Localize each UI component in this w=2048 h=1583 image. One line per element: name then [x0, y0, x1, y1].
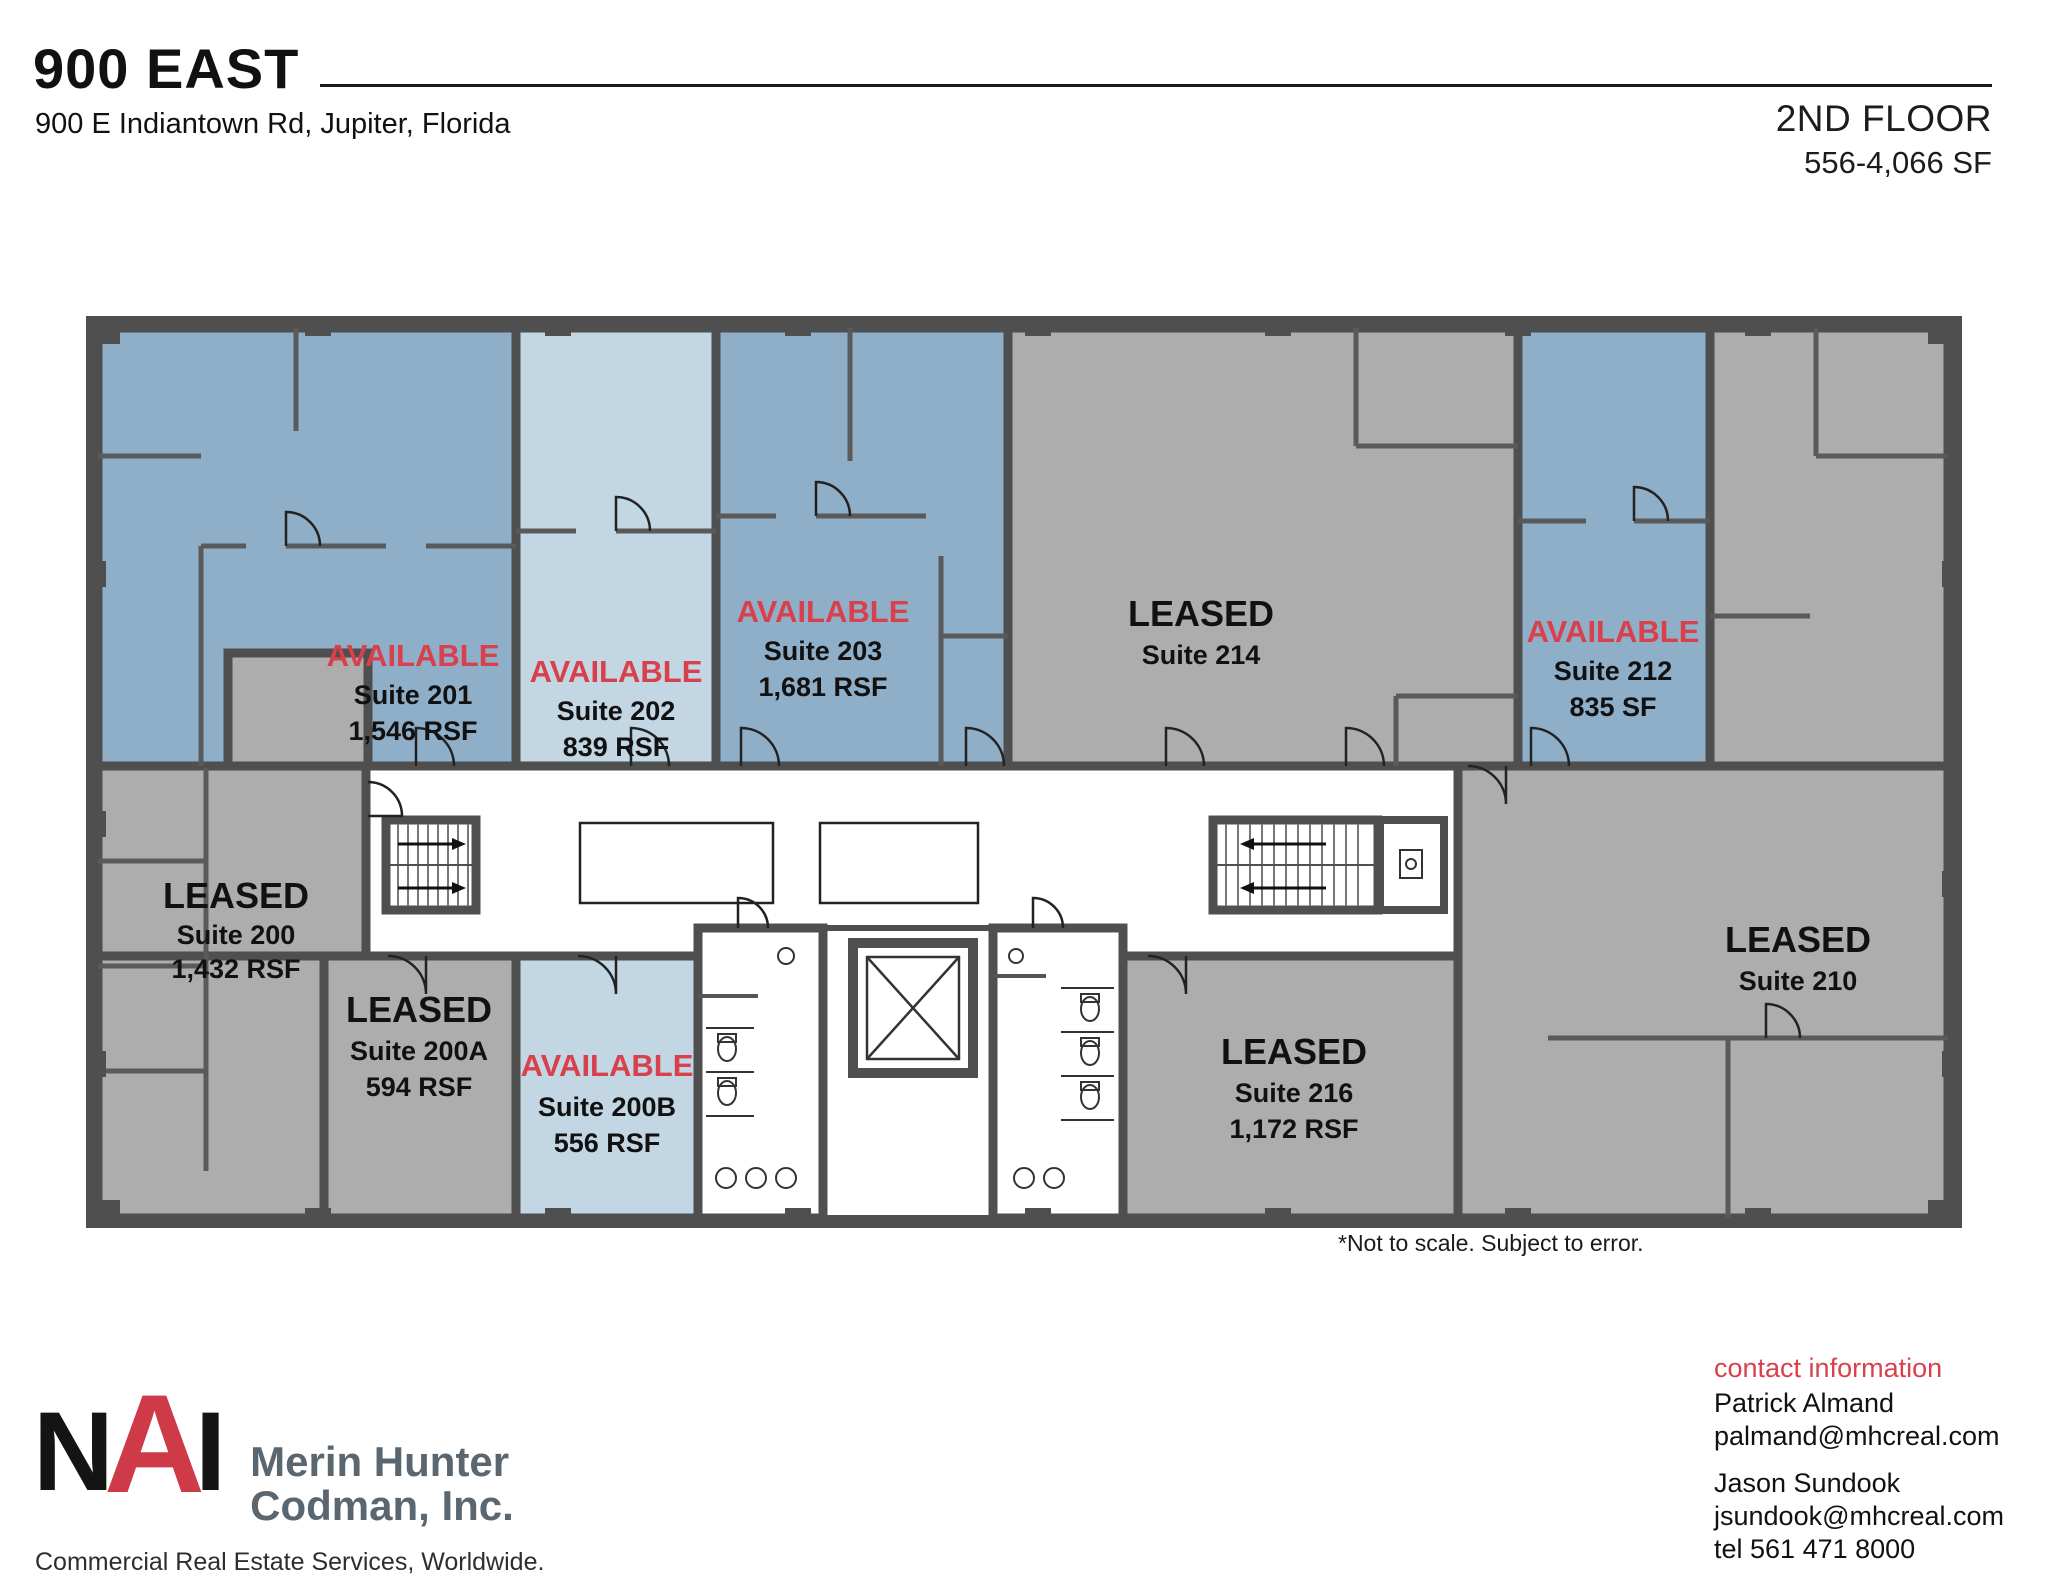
page-title: 900 EAST — [33, 37, 300, 100]
restroom-west — [693, 923, 828, 1223]
svg-text:Suite 203: Suite 203 — [764, 636, 883, 666]
suite-210-label: LEASED Suite 210 — [1725, 919, 1871, 996]
company-tagline: Commercial Real Estate Services, Worldwi… — [35, 1548, 545, 1576]
door-swings — [284, 480, 1802, 1039]
svg-text:Suite 214: Suite 214 — [1142, 640, 1261, 670]
svg-text:LEASED: LEASED — [1221, 1031, 1367, 1072]
suite-210-region-top — [1705, 323, 1953, 771]
suite-212-label: AVAILABLE Suite 212 835 SF — [1527, 614, 1700, 722]
stairwell-east — [1208, 815, 1383, 915]
suite-203-label: AVAILABLE Suite 203 1,681 RSF — [737, 594, 910, 702]
logo-letter-n: N — [33, 1389, 114, 1514]
svg-text:1,681 RSF: 1,681 RSF — [758, 672, 887, 702]
fountain-room — [1376, 816, 1448, 914]
svg-text:AVAILABLE: AVAILABLE — [737, 594, 910, 629]
structural-columns — [86, 316, 1962, 1228]
svg-text:1,172 RSF: 1,172 RSF — [1229, 1114, 1358, 1144]
svg-text:AVAILABLE: AVAILABLE — [327, 638, 500, 673]
rooms — [93, 323, 1953, 1223]
contact-heading: contact information — [1714, 1353, 1943, 1383]
svg-text:Suite 200B: Suite 200B — [538, 1092, 676, 1122]
contact-phone: tel 561 471 8000 — [1714, 1534, 1916, 1564]
logo-letter-a: A — [103, 1365, 205, 1522]
svg-text:LEASED: LEASED — [346, 989, 492, 1030]
suite-200-notch-room — [223, 648, 373, 771]
contact-email: palmand@mhcreal.com — [1714, 1421, 2000, 1451]
suite-216-label: LEASED Suite 216 1,172 RSF — [1221, 1031, 1367, 1144]
svg-text:AVAILABLE: AVAILABLE — [530, 654, 703, 689]
suite-200a-region — [319, 951, 521, 1223]
svg-text:Suite 210: Suite 210 — [1739, 966, 1858, 996]
corridor-shaft-left — [578, 821, 775, 905]
svg-text:594 RSF: 594 RSF — [366, 1072, 473, 1102]
suite-214-label: LEASED Suite 214 — [1128, 593, 1274, 670]
restroom-east — [988, 923, 1128, 1223]
suite-212-region — [1513, 323, 1715, 771]
contact-name: Jason Sundook — [1714, 1468, 1901, 1498]
corridor-shaft-right — [818, 821, 980, 905]
suite-200b-region — [511, 951, 703, 1223]
elevator-shaft — [848, 938, 978, 1078]
svg-text:Suite 202: Suite 202 — [557, 696, 676, 726]
svg-text:AVAILABLE: AVAILABLE — [521, 1048, 694, 1083]
svg-text:Suite 200: Suite 200 — [177, 920, 296, 950]
svg-text:1,546 RSF: 1,546 RSF — [348, 716, 477, 746]
suite-200-region-lower — [93, 951, 329, 1223]
floor-plan-svg: AVAILABLE Suite 201 1,546 RSF AVAILABLE … — [85, 315, 1963, 1229]
contact-email: jsundook@mhcreal.com — [1714, 1501, 2005, 1531]
suite-200b-label: AVAILABLE Suite 200B 556 RSF — [521, 1048, 694, 1158]
contact-info: contact information Patrick Almand palma… — [1714, 1352, 2004, 1580]
company-name-line2: Codman, Inc. — [250, 1482, 514, 1530]
stairwell-west — [381, 815, 481, 915]
suite-201-label: AVAILABLE Suite 201 1,546 RSF — [327, 638, 500, 746]
svg-text:Suite 216: Suite 216 — [1235, 1078, 1354, 1108]
svg-text:556 RSF: 556 RSF — [554, 1128, 661, 1158]
svg-text:LEASED: LEASED — [163, 875, 309, 916]
contact-name: Patrick Almand — [1714, 1388, 1895, 1418]
floor-size-range: 556-4,066 SF — [1804, 145, 1992, 180]
svg-text:LEASED: LEASED — [1128, 593, 1274, 634]
suite-210-region-bottom — [1453, 761, 1953, 1223]
svg-text:Suite 200A: Suite 200A — [350, 1036, 488, 1066]
company-name: Merin Hunter Codman, Inc. — [250, 1438, 514, 1530]
floor-plan: AVAILABLE Suite 201 1,546 RSF AVAILABLE … — [85, 315, 1963, 1229]
floor-info: 2ND FLOOR 556-4,066 SF — [1776, 98, 1992, 181]
title-rule — [320, 84, 1992, 87]
floor-label: 2ND FLOOR — [1775, 98, 1992, 139]
contact-person: Patrick Almand palmand@mhcreal.com — [1714, 1387, 2004, 1453]
interior-walls — [98, 328, 1948, 1218]
suite-202-region — [511, 323, 721, 771]
contact-person: Jason Sundook jsundook@mhcreal.com tel 5… — [1714, 1467, 2004, 1566]
svg-text:1,432 RSF: 1,432 RSF — [171, 954, 300, 984]
suite-214-region — [1003, 323, 1523, 771]
svg-text:Suite 201: Suite 201 — [354, 680, 473, 710]
suite-labels: AVAILABLE Suite 201 1,546 RSF AVAILABLE … — [163, 593, 1871, 1158]
svg-text:LEASED: LEASED — [1725, 919, 1871, 960]
svg-text:Suite 212: Suite 212 — [1554, 656, 1673, 686]
svg-text:AVAILABLE: AVAILABLE — [1527, 614, 1700, 649]
svg-text:835 SF: 835 SF — [1569, 692, 1656, 722]
property-address: 900 E Indiantown Rd, Jupiter, Florida — [35, 108, 511, 140]
suite-200a-label: LEASED Suite 200A 594 RSF — [346, 989, 492, 1102]
company-name-line1: Merin Hunter — [250, 1438, 510, 1485]
suite-202-label: AVAILABLE Suite 202 839 RSF — [530, 654, 703, 762]
svg-text:839 RSF: 839 RSF — [563, 732, 670, 762]
disclaimer-note: *Not to scale. Subject to error. — [1338, 1230, 1644, 1256]
suite-200-label: LEASED Suite 200 1,432 RSF — [163, 875, 309, 984]
